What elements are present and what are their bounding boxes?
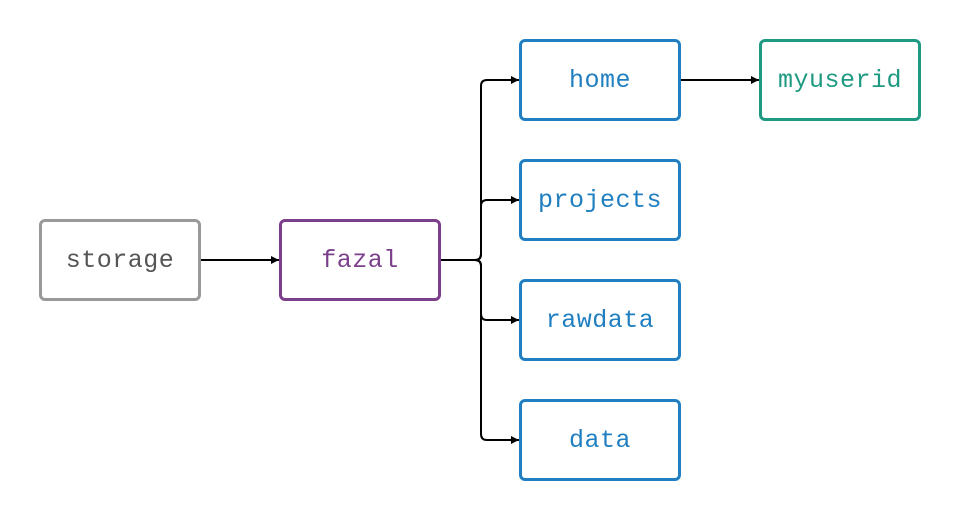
node-projects[interactable]: projects xyxy=(519,159,681,241)
node-data[interactable]: data xyxy=(519,399,681,481)
node-storage[interactable]: storage xyxy=(39,219,201,301)
node-label: fazal xyxy=(321,245,399,275)
node-label: rawdata xyxy=(545,305,655,335)
node-rawdata[interactable]: rawdata xyxy=(519,279,681,361)
node-label: home xyxy=(568,65,631,95)
node-home[interactable]: home xyxy=(519,39,681,121)
node-label: projects xyxy=(537,185,663,215)
node-fazal[interactable]: fazal xyxy=(279,219,441,301)
edge-fazal-to-data xyxy=(441,259,519,444)
edge-fazal-to-projects xyxy=(441,196,519,261)
node-label: storage xyxy=(65,245,175,275)
node-label: data xyxy=(568,425,631,455)
node-myuserid[interactable]: myuserid xyxy=(759,39,921,121)
node-label: myuserid xyxy=(777,65,903,95)
